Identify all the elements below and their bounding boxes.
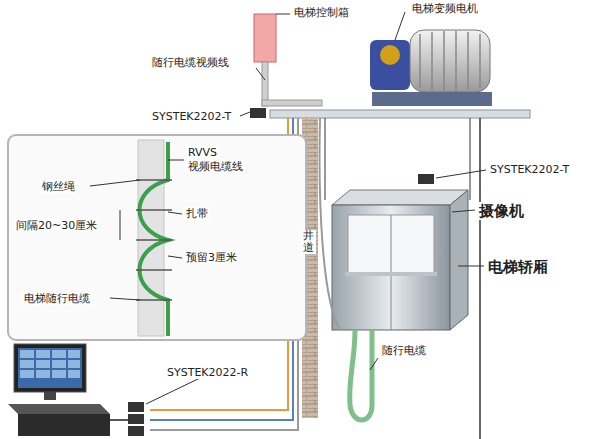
callout-label: SYSTEK2202-T: [150, 110, 233, 123]
callout-label: 电梯随行电缆: [22, 292, 92, 305]
callout-label: 钢丝绳: [40, 180, 77, 193]
callout-label: 视频电缆线: [186, 160, 245, 173]
callout-label: 间隔20~30厘米: [14, 219, 99, 232]
callout-label: 电梯控制箱: [292, 6, 351, 19]
callout-label: 电梯变频电机: [410, 2, 480, 15]
callout-label: 随行电缆: [380, 344, 428, 357]
callout-label: 预留3厘米: [184, 251, 239, 264]
callout-label: SYSTEK2022-R: [165, 366, 250, 379]
callout-label: 随行电缆视频线: [150, 56, 231, 69]
callout-label: 井道: [301, 230, 316, 254]
callout-label: 电梯轿厢: [486, 258, 550, 276]
callout-label: 扎带: [184, 207, 210, 220]
callout-label: 摄像机: [477, 202, 526, 220]
callout-label: RVVS: [186, 146, 219, 159]
callout-label: SYSTEK2202-T: [488, 163, 571, 176]
